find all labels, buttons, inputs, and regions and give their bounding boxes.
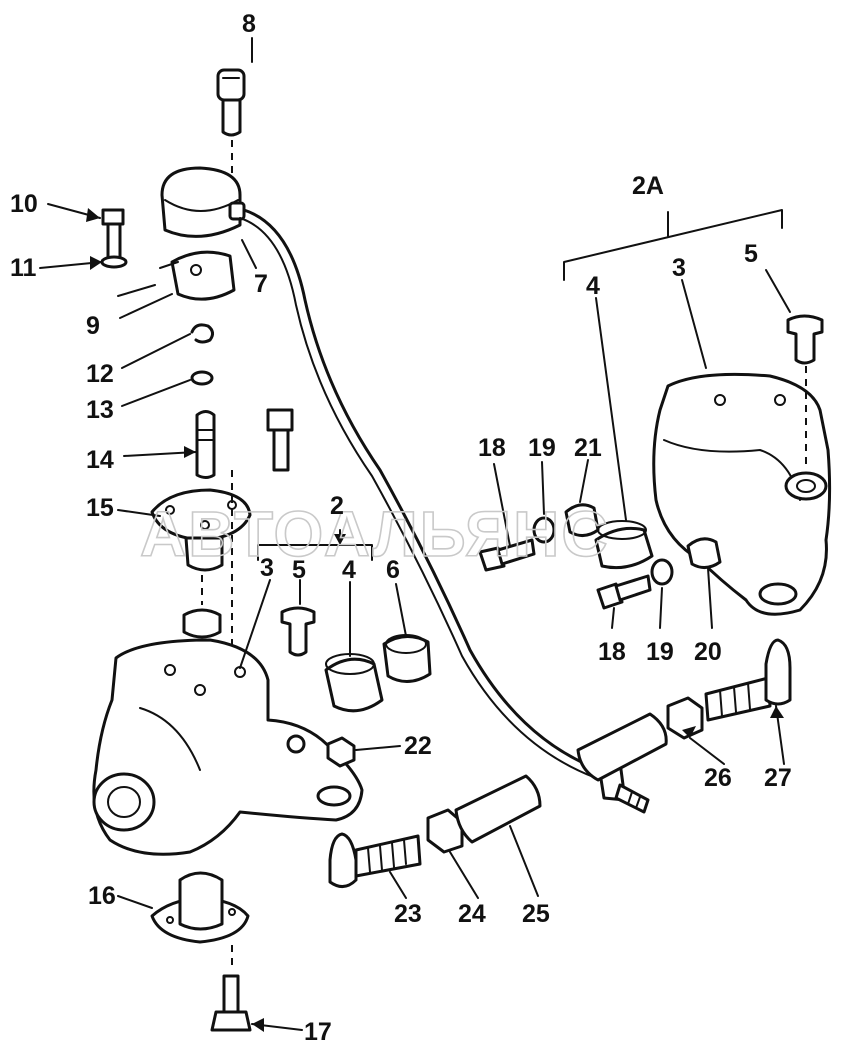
label-17: 17 xyxy=(304,1018,332,1046)
bracket-9 xyxy=(117,250,236,301)
label-19-lower: 19 xyxy=(646,638,674,666)
label-9: 9 xyxy=(86,312,100,340)
bolt-8 xyxy=(216,68,246,178)
label-3: 3 xyxy=(260,554,274,582)
label-18-upper: 18 xyxy=(478,434,506,462)
sensor-cable-inner xyxy=(239,217,597,779)
nut-22 xyxy=(326,736,356,768)
kingpin-16 xyxy=(150,871,250,944)
label-15: 15 xyxy=(86,494,114,522)
washer-19-lower xyxy=(650,558,674,586)
bolt-18-lower xyxy=(596,574,652,610)
label-4-right: 4 xyxy=(586,272,600,300)
label-2: 2 xyxy=(330,492,344,520)
label-24: 24 xyxy=(458,900,486,928)
flange-15 xyxy=(150,488,252,572)
bushing-21 xyxy=(564,503,600,537)
watermark: АВТОАЛЬЯНС xyxy=(140,498,610,570)
label-22: 22 xyxy=(404,732,432,760)
sensor-cable xyxy=(242,208,602,772)
label-25: 25 xyxy=(522,900,550,928)
o-ring-13 xyxy=(190,370,214,386)
label-23: 23 xyxy=(394,900,422,928)
label-13: 13 xyxy=(86,396,114,424)
snap-ring-12 xyxy=(190,323,215,344)
label-27: 27 xyxy=(764,764,792,792)
label-2A: 2A xyxy=(632,172,664,200)
label-4: 4 xyxy=(342,556,356,584)
label-16: 16 xyxy=(88,882,116,910)
label-10: 10 xyxy=(10,190,38,218)
label-20: 20 xyxy=(694,638,722,666)
bushing-4 xyxy=(324,653,384,713)
bolt-18-upper xyxy=(478,538,536,572)
label-5: 5 xyxy=(292,556,306,584)
label-3-right: 3 xyxy=(672,254,686,282)
ring-6 xyxy=(382,634,432,683)
label-26: 26 xyxy=(704,764,732,792)
label-18-lower: 18 xyxy=(598,638,626,666)
group-bracket-2A xyxy=(563,209,783,281)
sleeve xyxy=(576,712,668,782)
bolt-10 xyxy=(100,208,128,269)
steering-knuckle-3 xyxy=(92,638,364,856)
label-8: 8 xyxy=(242,10,256,38)
bushing-20 xyxy=(686,537,722,569)
seal xyxy=(182,608,222,639)
label-12: 12 xyxy=(86,360,114,388)
nut-24 xyxy=(426,808,464,854)
bushing-4-right xyxy=(594,520,654,570)
label-19-upper: 19 xyxy=(528,434,556,462)
label-14: 14 xyxy=(86,446,114,474)
label-11: 11 xyxy=(10,254,37,282)
bolt-upper xyxy=(266,408,294,472)
label-7: 7 xyxy=(254,270,268,298)
label-6: 6 xyxy=(386,556,400,584)
sensor-7 xyxy=(160,166,246,238)
tie-rod-end-27 xyxy=(704,638,792,722)
tube-25 xyxy=(454,774,542,844)
label-5-right: 5 xyxy=(744,240,758,268)
bushing-5 xyxy=(280,606,316,657)
steering-knuckle-3-right xyxy=(652,366,832,616)
bushing-5-right xyxy=(786,314,824,365)
bolt-17 xyxy=(210,945,252,1032)
label-21: 21 xyxy=(574,434,602,462)
pin-14 xyxy=(195,410,216,479)
tie-rod-end-23 xyxy=(328,832,422,888)
washer-19-upper xyxy=(532,516,556,544)
arrowheads xyxy=(86,208,784,1032)
